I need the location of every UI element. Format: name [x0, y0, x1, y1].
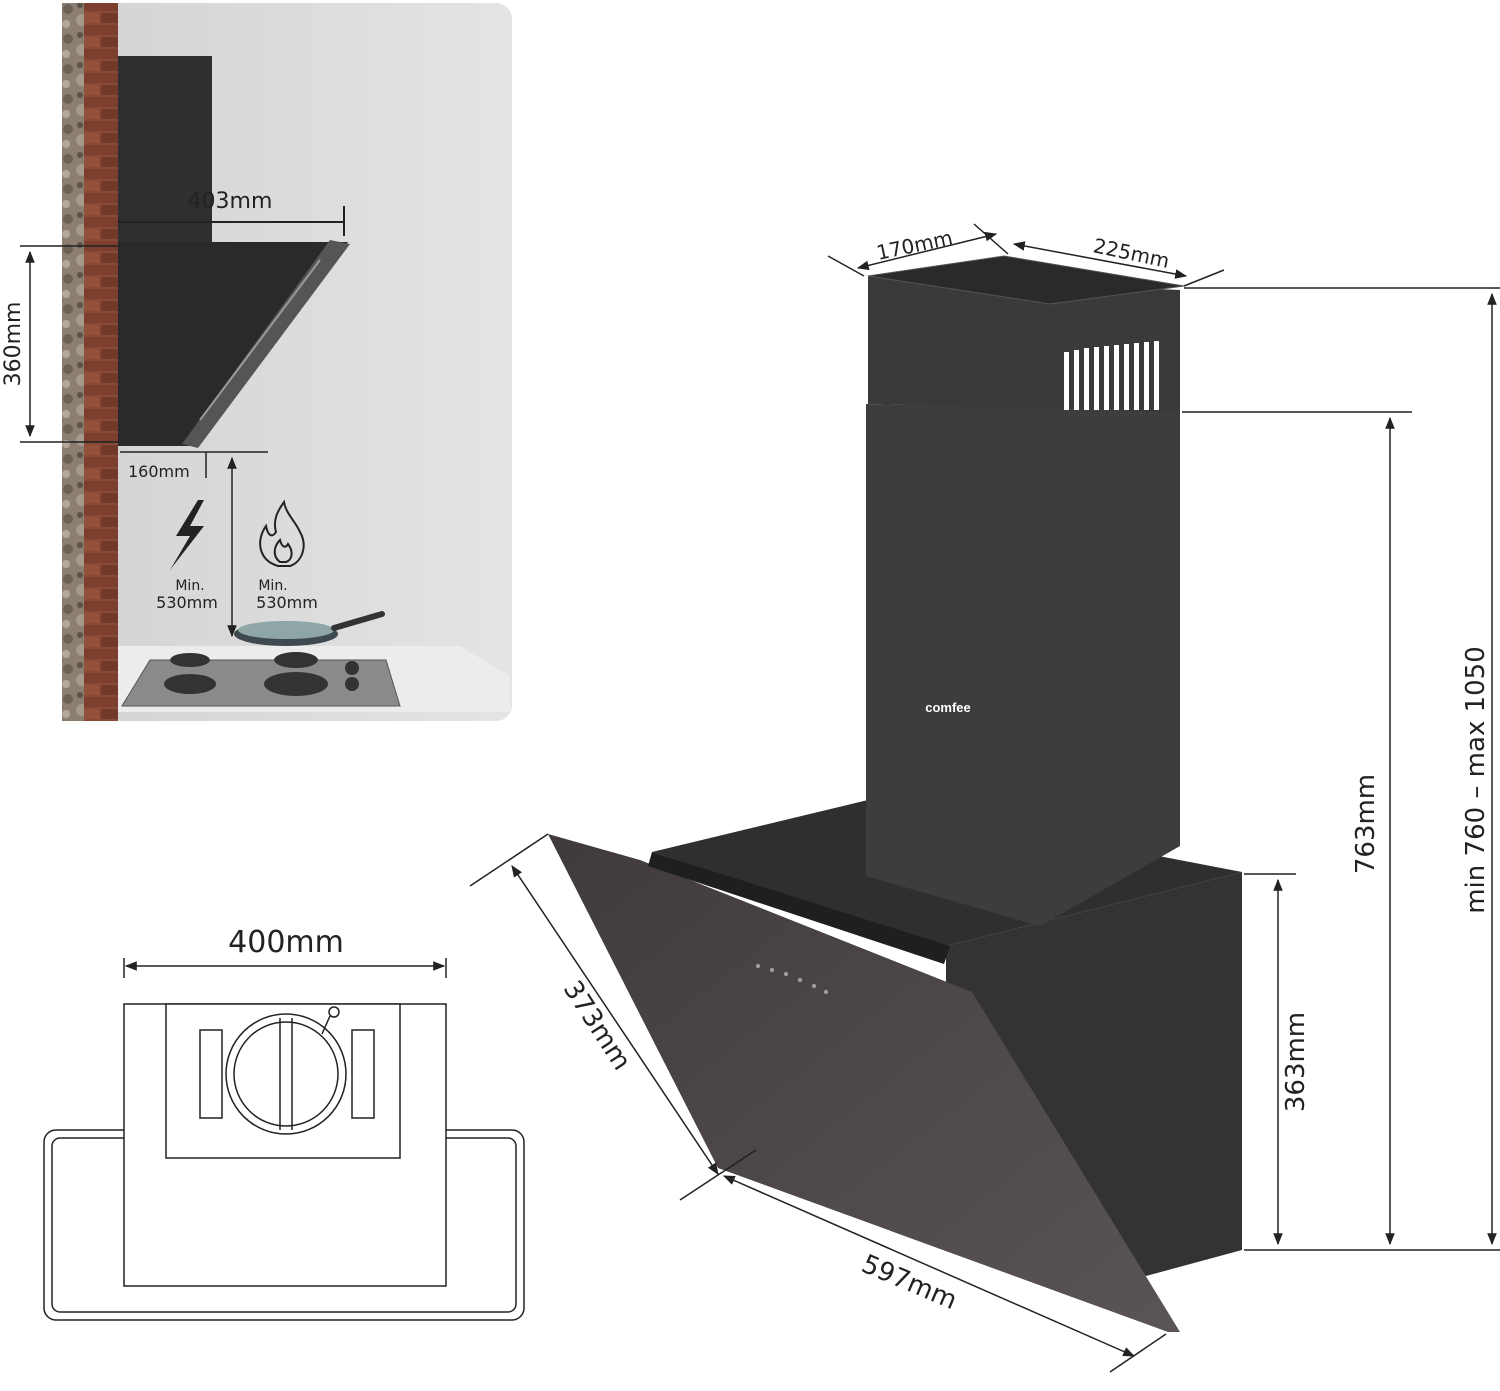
electric-min-value: 530mm — [156, 593, 218, 612]
brick-wall — [84, 3, 118, 721]
chimney-lower — [866, 404, 1180, 926]
dim-373: 373mm — [557, 975, 637, 1075]
gas-min-label: Min. — [258, 578, 287, 594]
brand-logo: comfee — [925, 700, 971, 715]
dim-597: 597mm — [857, 1249, 961, 1316]
dimension-lines — [469, 223, 1500, 1373]
panel-hood-glass — [182, 240, 350, 448]
chimney-vents — [1064, 341, 1159, 410]
burners — [164, 652, 359, 696]
dim-170: 170mm — [874, 225, 954, 265]
panel-hood-body — [118, 242, 348, 446]
dim-160: 160mm — [128, 462, 190, 481]
dim-360: 360mm — [1, 302, 26, 387]
installation-panel: 403mm 360mm 160mm Min. 530mm Min. 530mm — [1, 3, 512, 721]
dim-total-range: min 760 – max 1050 — [1461, 646, 1491, 914]
frying-pan — [234, 611, 385, 646]
panel-chimney — [118, 56, 212, 242]
panel-chimney-vents — [134, 92, 198, 110]
chimney-upper — [868, 276, 1180, 412]
control-buttons — [755, 963, 829, 995]
dim-225: 225mm — [1091, 233, 1171, 273]
top-view-drawing: 400mm — [43, 925, 525, 1321]
hood-glass-top-strip — [648, 852, 950, 964]
hood-body-side — [946, 872, 1242, 1276]
stone-wall — [62, 3, 84, 721]
top-view-motor-plate — [165, 1003, 401, 1159]
dim-400: 400mm — [228, 925, 344, 960]
dim-763: 763mm — [1351, 774, 1381, 874]
dim-403: 403mm — [188, 189, 273, 214]
hood-3d: comfee — [548, 255, 1242, 1332]
electric-min-label: Min. — [175, 578, 204, 594]
dim-363: 363mm — [1281, 1012, 1311, 1112]
lightning-icon — [170, 500, 204, 570]
flame-icon — [259, 499, 305, 567]
top-view-outlet-ring — [225, 1013, 347, 1135]
gas-min-value: 530mm — [256, 593, 318, 612]
